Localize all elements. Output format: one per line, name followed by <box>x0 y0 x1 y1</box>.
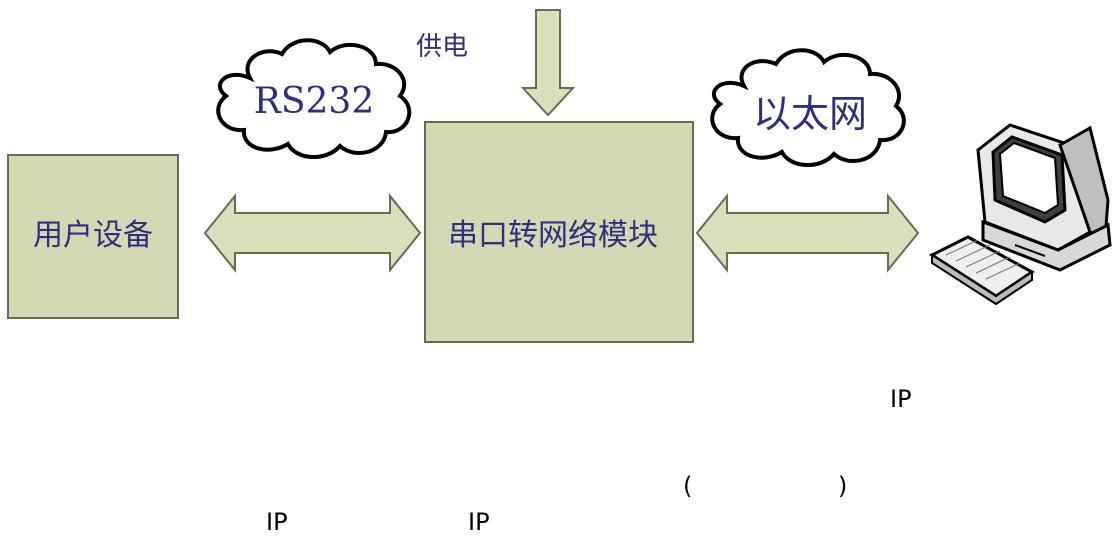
module-label: 串口转网络模块 <box>448 218 658 253</box>
ethernet-cloud-icon <box>710 48 906 168</box>
caption-paren-close: ) <box>838 472 848 500</box>
power-label: 供电 <box>416 32 468 62</box>
desktop-computer-icon <box>928 123 1112 306</box>
caption-ip-1: IP <box>890 385 912 413</box>
caption-paren-open: ( <box>683 472 693 500</box>
user-device-box <box>7 154 179 319</box>
user-device-label: 用户设备 <box>33 218 153 253</box>
ethernet-link-arrow <box>695 193 920 273</box>
rs232-label: RS232 <box>254 81 374 122</box>
caption-ip-2: IP <box>266 508 288 536</box>
module-box <box>424 121 694 343</box>
ethernet-label: 以太网 <box>753 92 867 136</box>
rs232-cloud-icon <box>216 38 412 160</box>
rs232-link-arrow <box>203 193 422 273</box>
power-arrow <box>520 9 576 117</box>
caption-ip-3: IP <box>468 508 490 536</box>
